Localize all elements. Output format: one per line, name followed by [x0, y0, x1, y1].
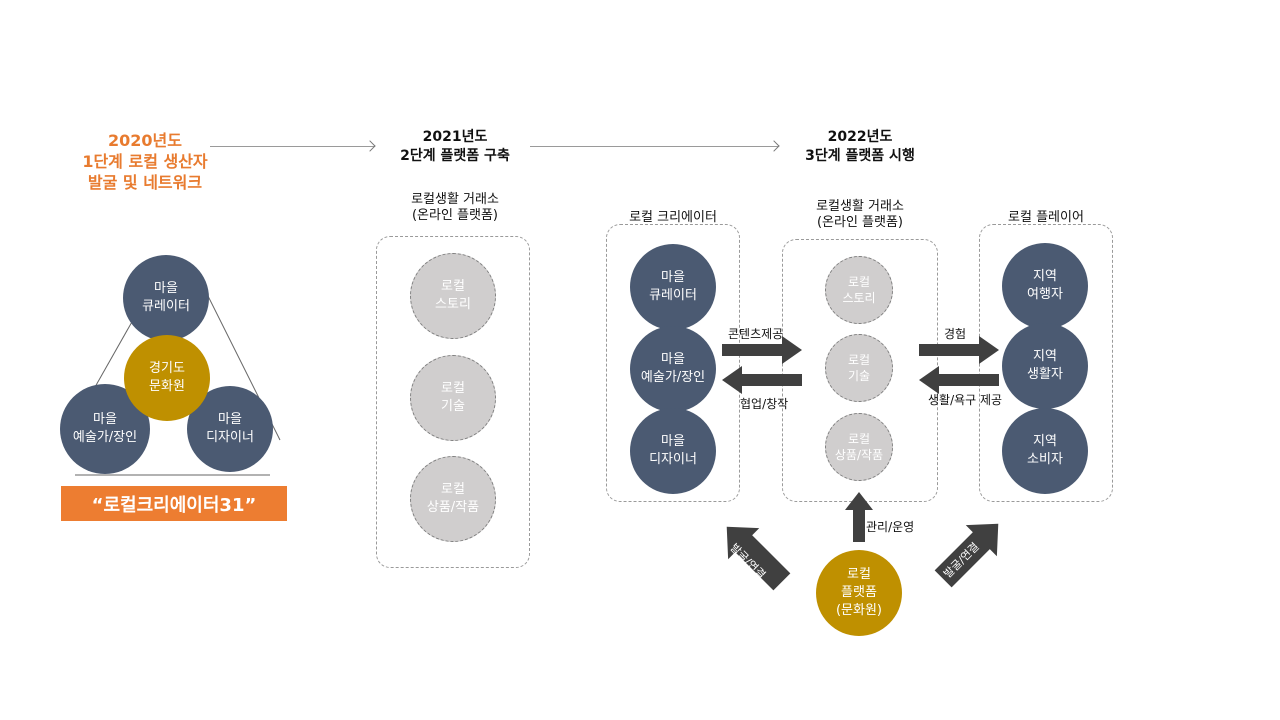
players-title: 로컬 플레이어 [1008, 210, 1084, 225]
player-consumer: 지역 소비자 [1002, 408, 1088, 494]
exchange2022-story: 로컬 스토리 [825, 256, 893, 324]
label-collab: 협업/창작 [740, 397, 789, 411]
cluster-curator: 마을 큐레이터 [123, 255, 209, 341]
arrow-needs-left [919, 366, 999, 394]
creator31-banner: “로컬크리에이터31” [61, 486, 287, 521]
arrow-experience-right [919, 336, 999, 364]
exchange2022-title: 로컬생활 거래소 (온라인 플랫폼) [782, 199, 938, 231]
cluster-designer: 마을 디자이너 [187, 386, 273, 472]
stage1-step: 1단계 로컬 생산자 [82, 152, 208, 171]
label-manage: 관리/운영 [866, 520, 915, 534]
label-experience: 경험 [944, 327, 967, 341]
exchange2022-product: 로컬 상품/작품 [825, 413, 893, 481]
creators-box [606, 224, 740, 502]
creator-curator: 마을 큐레이터 [630, 244, 716, 330]
timeline-arrowhead-1 [364, 140, 376, 152]
arrow-discover-left [726, 526, 791, 591]
platform2021-title: 로컬생활 거래소 (온라인 플랫폼) [380, 192, 530, 224]
exchange2022-title-main: 로컬생활 거래소 [816, 199, 904, 214]
stage2-title: 2021년도 2단계 플랫폼 구축 [380, 128, 530, 166]
platform2021-skill: 로컬 기술 [410, 355, 496, 441]
platform2021-box [376, 236, 530, 568]
timeline-arrow-2 [530, 146, 778, 147]
hub-platform: 로컬 플랫폼 (문화원) [816, 550, 902, 636]
player-resident: 지역 생활자 [1002, 323, 1088, 409]
stage1-title: 2020년도 1단계 로컬 생산자 발굴 및 네트워크 [60, 130, 230, 193]
platform2021-story: 로컬 스토리 [410, 253, 496, 339]
creator-artisan: 마을 예술가/장인 [630, 326, 716, 412]
stage1-year: 2020년도 [108, 131, 182, 150]
arrow-collab-left [722, 366, 802, 394]
exchange2022-title-sub: (온라인 플랫폼) [816, 215, 904, 230]
player-traveler: 지역 여행자 [1002, 243, 1088, 329]
timeline-arrowhead-2 [768, 140, 780, 152]
exchange2022-skill: 로컬 기술 [825, 334, 893, 402]
arrow-content-right [722, 336, 802, 364]
platform2021-title-sub: (온라인 플랫폼) [411, 208, 499, 223]
label-content: 콘텐츠제공 [728, 327, 784, 341]
arrow-discover-right [934, 523, 999, 588]
stage1-desc: 발굴 및 네트워크 [87, 173, 203, 192]
timeline-arrow-1 [210, 146, 375, 147]
platform2021-title-main: 로컬생활 거래소 [411, 192, 499, 207]
stage3-title: 2022년도 3단계 플랫폼 시행 [780, 128, 940, 166]
stage3-step: 3단계 플랫폼 시행 [805, 148, 915, 164]
stage2-year: 2021년도 [422, 129, 488, 145]
creator-designer: 마을 디자이너 [630, 408, 716, 494]
stage2-step: 2단계 플랫폼 구축 [400, 148, 510, 164]
stage3-year: 2022년도 [827, 129, 893, 145]
cluster-culture-center: 경기도 문화원 [124, 335, 210, 421]
label-needs: 생활/욕구 제공 [928, 393, 1003, 407]
creators-title: 로컬 크리에이터 [629, 210, 717, 225]
arrow-manage-up [845, 492, 873, 542]
platform2021-product: 로컬 상품/작품 [410, 456, 496, 542]
